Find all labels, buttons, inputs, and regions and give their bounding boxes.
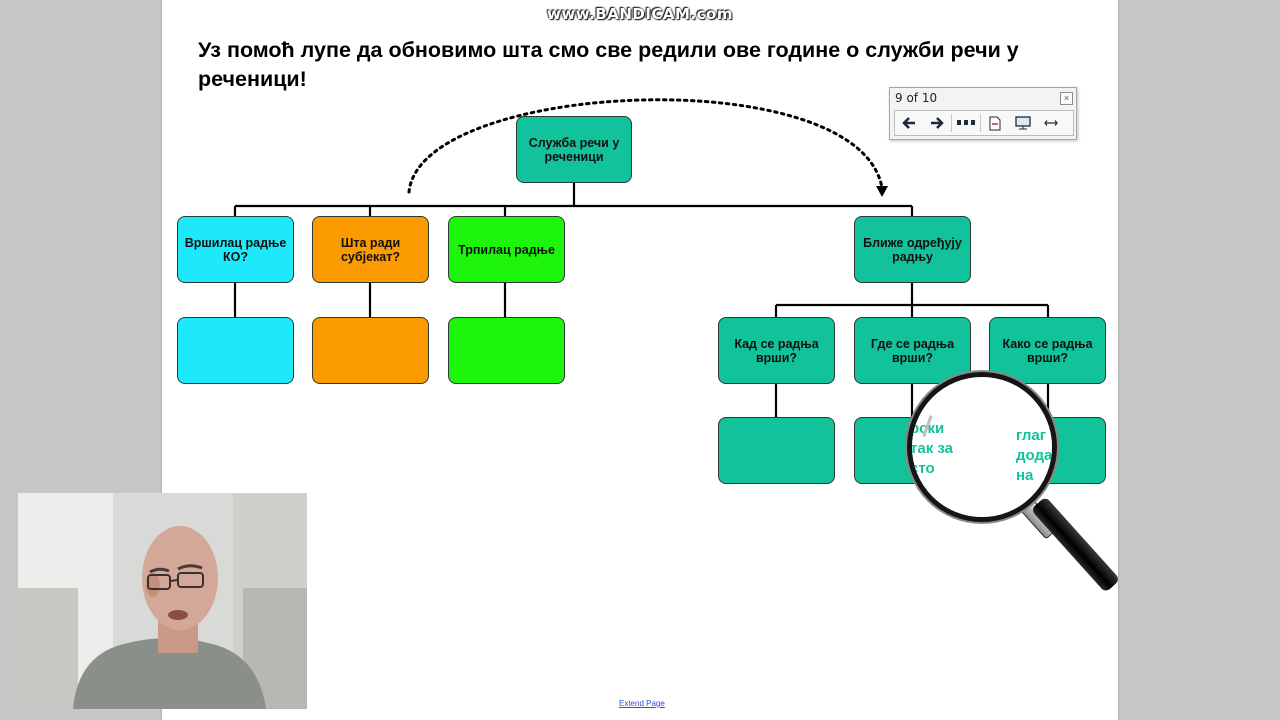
empty-box-object — [448, 317, 565, 384]
watermark: www.BANDICAM.com — [546, 5, 733, 23]
nav-button-row — [894, 110, 1074, 136]
node-how: Како се радња врши? — [989, 317, 1106, 384]
empty-box-predicate — [312, 317, 429, 384]
page-title: Уз помоћ лупе да обновимо шта смо све ре… — [198, 38, 1019, 91]
webcam-overlay — [18, 493, 307, 709]
page-icon[interactable] — [981, 111, 1009, 135]
lens-text-right: глаг дода на — [1016, 427, 1053, 484]
node-object: Трпилац радње — [448, 216, 565, 283]
node-predicate: Шта ради субјекат? — [312, 216, 429, 283]
arrow-left-icon[interactable] — [895, 111, 923, 135]
magnifier-icon[interactable]: рски так за сто глаг дода на — [907, 372, 1057, 522]
empty-box-when — [718, 417, 835, 484]
node-subject: Вршилац радње КО? — [177, 216, 294, 283]
grid-dots-icon[interactable] — [952, 111, 980, 135]
close-icon[interactable]: × — [1060, 92, 1073, 105]
page-counter: 9 of 10 — [895, 91, 938, 105]
screen-icon[interactable] — [1009, 111, 1037, 135]
arrow-right-icon[interactable] — [923, 111, 951, 135]
node-where: Где се радња врши? — [854, 317, 971, 384]
lens-text-left: рски так за сто — [910, 420, 953, 477]
root-node: Служба речи у реченици — [516, 116, 632, 183]
node-adverbial: Ближе одређују радњу — [854, 216, 971, 283]
empty-box-subject — [177, 317, 294, 384]
presenter-video — [18, 493, 307, 709]
extend-page-link[interactable]: Extend Page — [619, 699, 665, 708]
width-icon[interactable] — [1037, 111, 1065, 135]
node-when: Кад се радња врши? — [718, 317, 835, 384]
page-navigation-toolbar: 9 of 10 × — [889, 87, 1077, 140]
